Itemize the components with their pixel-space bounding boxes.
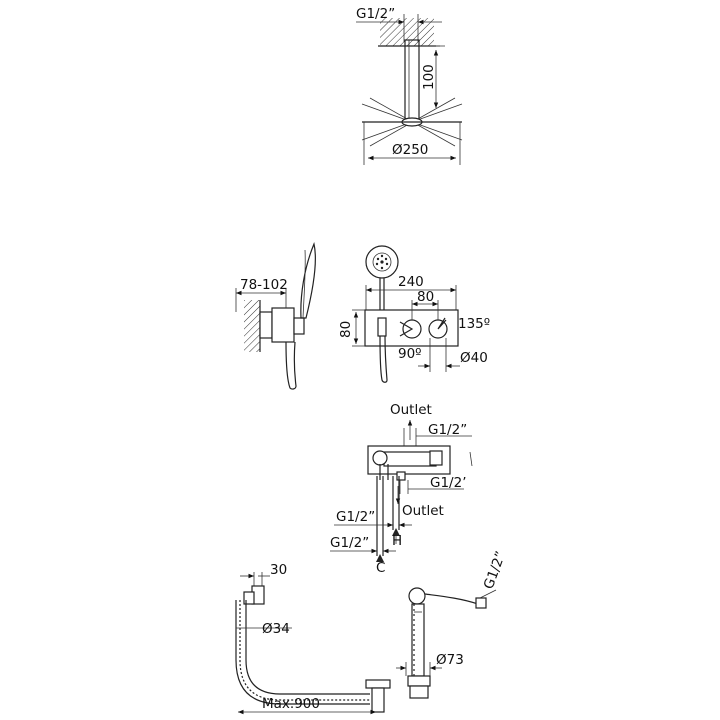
handle-angle-90-label: 90º (398, 346, 422, 362)
bath-filler: G1/2” Ø73 (396, 549, 509, 699)
valve-width-label: 240 (398, 274, 424, 290)
valve-front-view: 240 80 80 135º 90º Ø40 (338, 245, 490, 383)
overflow-pipe (239, 600, 370, 701)
ceiling-shower-head: G1/2” 100 Ø250 (356, 6, 463, 165)
thread-cold-label: G1/2” (330, 535, 369, 551)
filler-thread-label: G1/2” (481, 549, 509, 591)
spray-nozzles (375, 254, 389, 270)
outlet-bottom-label: Outlet (402, 503, 444, 519)
outlet-top-label: Outlet (390, 402, 432, 418)
thread-hot-label: G1/2” (336, 509, 375, 525)
cold-label: C (376, 560, 385, 576)
wall-depth-label: 78-102 (240, 277, 288, 293)
ceiling-hatch (380, 18, 434, 46)
hot-label: H (392, 533, 402, 549)
shower-head-thread-label: G1/2” (356, 6, 395, 22)
wall-hatch-side (244, 300, 260, 352)
thread-right-label: G1/2’ (430, 475, 466, 491)
valve-height-label: 80 (338, 321, 354, 338)
thread-top-label: G1/2” (428, 422, 467, 438)
filler-diameter-label: Ø73 (436, 652, 464, 668)
waste-width-label: 30 (270, 562, 287, 578)
pipe-diameter-label: Ø34 (262, 621, 290, 637)
knob-spacing-label: 80 (417, 289, 434, 305)
max-length-label: Max.900 (262, 696, 320, 712)
arm-length-label: 100 (421, 64, 437, 90)
handle-angle-135-label: 135º (458, 316, 490, 332)
hand-shower-side-view: 78-102 (235, 242, 316, 390)
bath-waste-overflow: 30 Ø34 Max.900 (235, 562, 391, 715)
valve-body-view: Outlet G1/2” G1/2’ Outlet G1/2” H (330, 402, 473, 576)
shower-head-diameter-label: Ø250 (392, 142, 428, 158)
knob-diameter-label: Ø40 (460, 350, 488, 366)
